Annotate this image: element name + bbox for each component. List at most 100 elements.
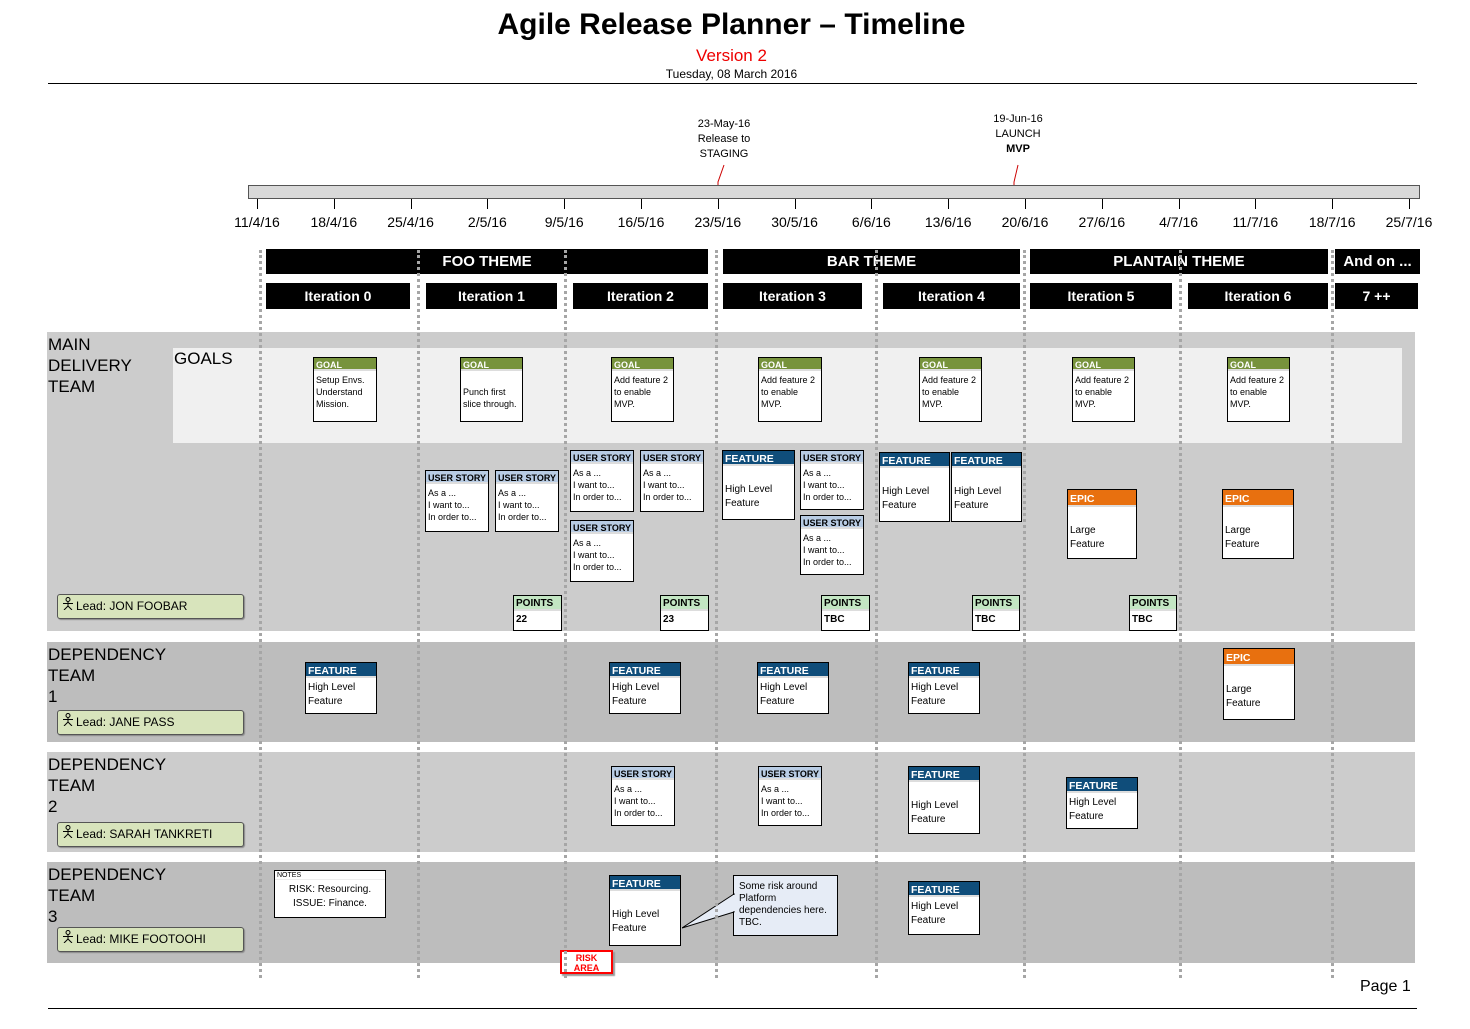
card-text-line: High Level [725, 484, 773, 495]
iteration-header[interactable]: Iteration 0 [266, 283, 410, 309]
timeline-date-label: 18/4/16 [310, 214, 358, 230]
footer-divider [48, 1008, 1417, 1009]
card-text-line: Add feature 2 [922, 375, 977, 385]
card-text-line: High Level [882, 486, 930, 497]
points-card-header: POINTS [973, 596, 1019, 611]
theme-header[interactable]: FOO THEME [266, 249, 708, 274]
card-text-line: Feature [760, 696, 795, 707]
timeline-tick [487, 199, 489, 209]
points-card-header: POINTS [1130, 596, 1176, 611]
milestone-launch[interactable]: 19-Jun-16 LAUNCH MVP [958, 112, 1078, 157]
timeline-date-label: 4/7/16 [1159, 214, 1199, 230]
lead-badge[interactable]: Lead: MIKE FOOTOOHI [57, 927, 244, 952]
userstory-card-body: As a ...I want to...In order to... [571, 534, 633, 576]
person-icon [62, 595, 76, 618]
iteration-header[interactable]: Iteration 3 [723, 283, 862, 309]
theme-header[interactable]: BAR THEME [723, 249, 1020, 274]
lead-badge[interactable]: Lead: SARAH TANKRETI [57, 822, 244, 847]
userstory-card-body: As a ...I want to...In order to... [612, 780, 674, 822]
milestone-staging[interactable]: 23-May-16 Release to STAGING [664, 117, 784, 162]
card-text-line [882, 471, 947, 485]
lead-badge[interactable]: Lead: JON FOOBAR [57, 594, 244, 619]
userstory-card-header: USER STORY [571, 521, 633, 534]
points-card[interactable]: POINTS TBC [972, 595, 1020, 631]
lane-title-line: 3 [48, 907, 58, 926]
theme-header[interactable]: And on ... [1335, 249, 1420, 274]
card-text-line: High Level [1069, 797, 1117, 808]
timeline-tick [1255, 199, 1257, 209]
card-text-line: Feature [911, 696, 946, 707]
card-text-line: ISSUE: Finance. [293, 898, 367, 909]
iteration-header[interactable]: Iteration 2 [573, 283, 708, 309]
card-text-line: TBC [975, 614, 996, 625]
card-text-line: slice through. [463, 399, 517, 409]
milestone-date: 19-Jun-16 [993, 113, 1043, 125]
timeline-date-label: 23/5/16 [694, 214, 742, 230]
risk-area-badge[interactable]: RISK AREA [560, 950, 613, 974]
card-text-line: MVP. [1230, 399, 1251, 409]
points-card-header: POINTS [514, 596, 561, 611]
card-text-line: to enable [922, 387, 960, 397]
card-text-line: As a ... [803, 533, 832, 543]
iteration-header[interactable]: Iteration 4 [883, 283, 1020, 309]
iteration-header[interactable]: Iteration 6 [1188, 283, 1328, 309]
card-text-line: High Level [911, 682, 959, 693]
userstory-card-header: USER STORY [496, 471, 558, 484]
feature-card-header: FEATURE [758, 663, 828, 678]
timeline-tick [1178, 199, 1180, 209]
card-text-line: Punch first [463, 387, 506, 397]
goal-card-body: Punch first slice through. [461, 371, 522, 413]
iteration-header[interactable]: Iteration 5 [1030, 283, 1172, 309]
card-text-line: Feature [612, 923, 647, 934]
card-text-line [911, 785, 977, 799]
card-text-line: Setup Envs. [316, 375, 365, 385]
lead-badge[interactable]: Lead: JANE PASS [57, 710, 244, 735]
goal-card-header: GOAL [314, 358, 376, 371]
timeline-bar [248, 185, 1420, 199]
timeline-tick [410, 199, 412, 209]
iteration-header[interactable]: 7 ++ [1335, 283, 1418, 309]
iteration-header[interactable]: Iteration 1 [426, 283, 557, 309]
